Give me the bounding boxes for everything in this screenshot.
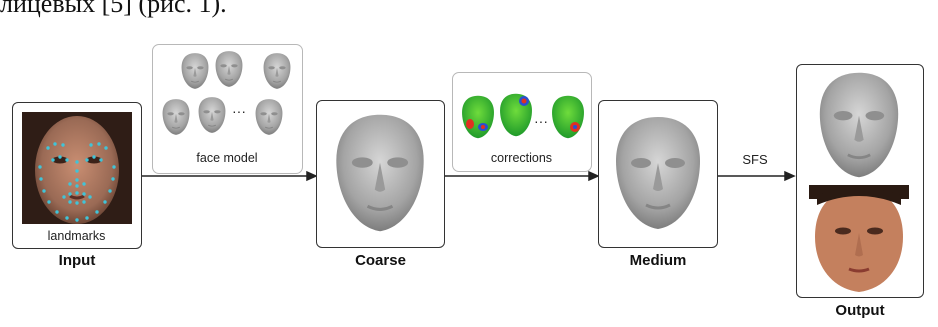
input-face-photo bbox=[22, 112, 132, 224]
input-label: Input bbox=[58, 252, 96, 269]
header-text: лицевых [5] (рис. 1). bbox=[0, 0, 227, 18]
output-box bbox=[796, 64, 924, 298]
correction-map-3 bbox=[549, 93, 587, 141]
corrections-label: corrections bbox=[490, 151, 553, 165]
coarse-face-mesh bbox=[328, 109, 432, 237]
corrections-box: ··· corrections bbox=[452, 72, 592, 172]
correction-map-1 bbox=[459, 93, 497, 141]
output-face-textured bbox=[809, 185, 909, 292]
face-model-icon-2 bbox=[213, 49, 245, 89]
face-model-icon-5 bbox=[196, 95, 228, 135]
landmarks-label: landmarks bbox=[47, 229, 106, 243]
face-model-box: ··· face model bbox=[152, 44, 303, 174]
coarse-label: Coarse bbox=[355, 252, 406, 269]
output-label: Output bbox=[835, 302, 885, 319]
input-box: landmarks bbox=[12, 102, 142, 249]
face-model-icon-4 bbox=[160, 97, 192, 137]
corrections-ellipsis: ··· bbox=[534, 113, 548, 129]
medium-label: Medium bbox=[629, 252, 687, 269]
face-model-icon-1 bbox=[179, 51, 211, 91]
face-model-icon-6 bbox=[253, 97, 285, 137]
face-model-icon-3 bbox=[261, 51, 293, 91]
sfs-label: SFS bbox=[742, 152, 768, 167]
output-face-mesh bbox=[811, 69, 907, 181]
medium-face-mesh bbox=[608, 109, 708, 237]
face-model-label: face model bbox=[196, 151, 258, 165]
medium-box bbox=[598, 100, 718, 248]
landmark-dots bbox=[38, 142, 116, 222]
face-model-ellipsis: ··· bbox=[232, 103, 246, 119]
coarse-box bbox=[316, 100, 445, 248]
correction-map-2 bbox=[497, 91, 535, 139]
